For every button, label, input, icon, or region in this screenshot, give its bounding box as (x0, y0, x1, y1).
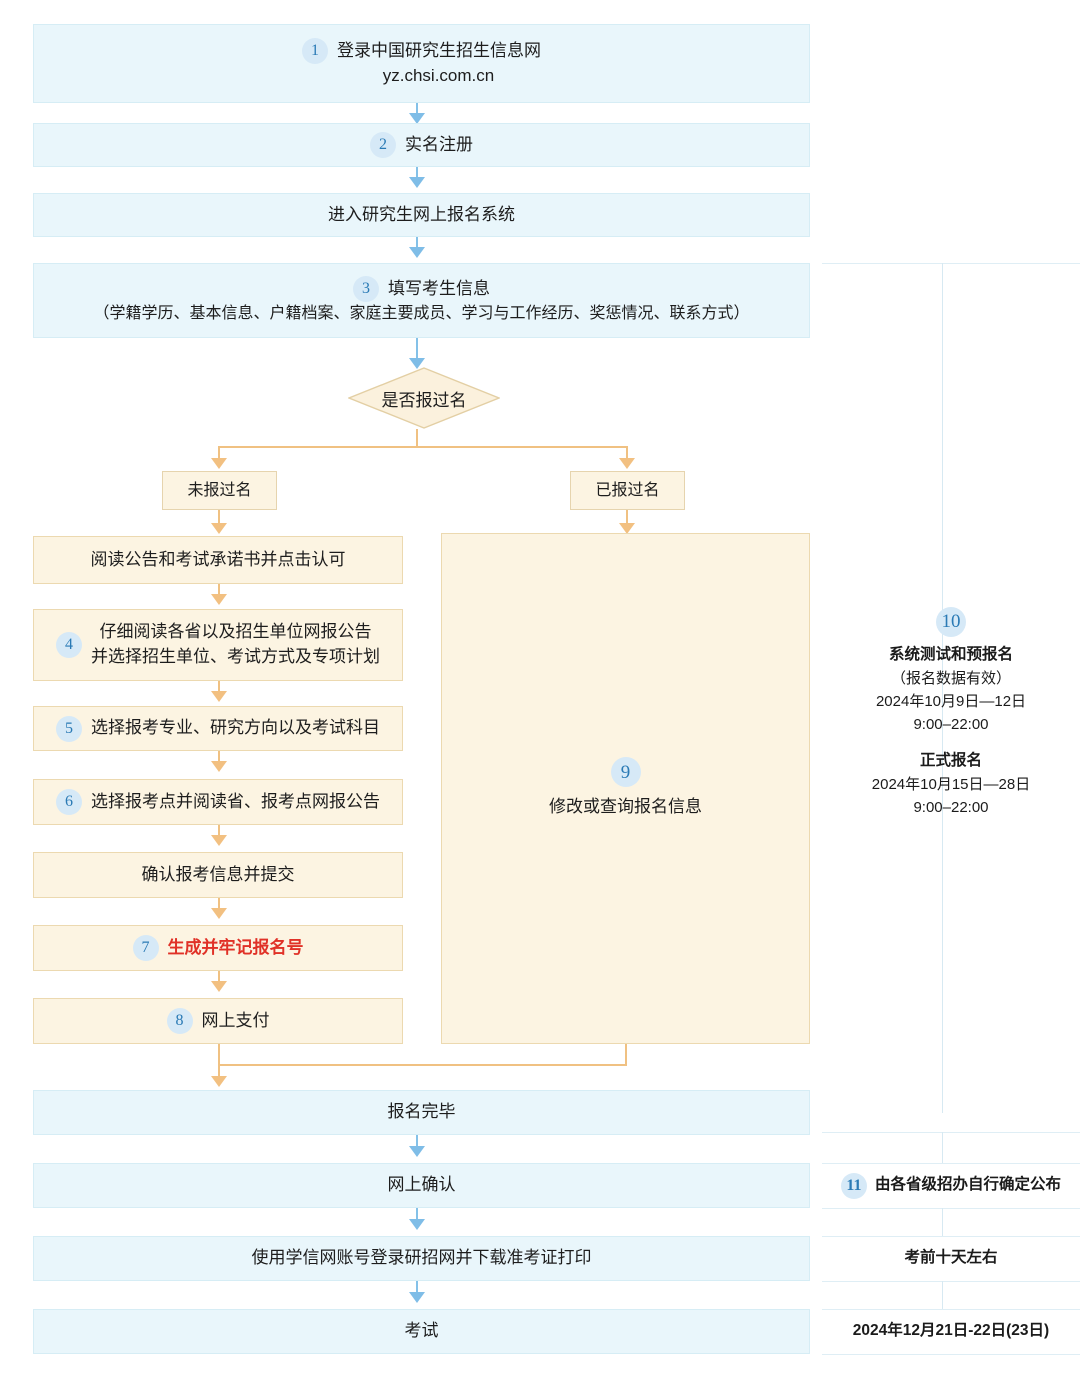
tail-1-label: 网上确认 (387, 1175, 456, 1195)
timeline-confirm-row: 11 由各省级招办自行确定公布 (840, 1172, 1061, 1199)
step-4-text-block: 仔细阅读各省以及招生单位网报公告 并选择招生单位、考试方式及专项计划 (91, 620, 380, 669)
node-step-7[interactable]: 7 生成并牢记报名号 (33, 925, 403, 971)
registration-date-b: 2024年10月15日—28日 (871, 775, 1031, 793)
node-step-6[interactable]: 6 选择报考点并阅读省、报考点网报公告 (33, 779, 403, 825)
step-number-badge-6: 6 (56, 789, 82, 815)
node-online-confirm[interactable]: 网上确认 (33, 1163, 810, 1208)
step-3-title: 填写考生信息 (388, 278, 490, 298)
node-download-admit-card[interactable]: 使用学信网账号登录研招网并下载准考证打印 (33, 1236, 810, 1281)
step-5-label: 选择报考专业、研究方向以及考试科目 (91, 718, 380, 738)
step-8-label: 网上支付 (201, 1010, 270, 1030)
step-1-primary-row: 1 登录中国研究生招生信息网 (302, 38, 541, 65)
node-step-1[interactable]: 1 登录中国研究生招生信息网 yz.chsi.com.cn (33, 24, 810, 103)
left-step-0-label: 阅读公告和考试承诺书并点击认可 (90, 549, 346, 569)
registration-note-a: （报名数据有效） (890, 669, 1011, 687)
step-2-row: 2 实名注册 (370, 132, 473, 158)
registration-date-a: 2024年10月9日—12日 (875, 693, 1027, 711)
left-step-4-label: 确认报考信息并提交 (141, 864, 295, 884)
enter-system-label: 进入研究生网上报名系统 (328, 204, 515, 224)
step-number-badge-9: 9 (610, 757, 641, 788)
node-step-8[interactable]: 8 网上支付 (33, 998, 403, 1044)
step-number-badge-10: 10 (936, 606, 966, 637)
step-number-badge-4: 4 (56, 632, 82, 658)
timeline-vline-seg-1 (942, 1132, 943, 1163)
tail-2-label: 使用学信网账号登录研招网并下载准考证打印 (251, 1248, 592, 1268)
timeline-hline-6 (822, 1309, 1080, 1310)
timeline-hline-7 (822, 1354, 1080, 1355)
node-enter-system[interactable]: 进入研究生网上报名系统 (33, 193, 810, 237)
step-1-line-1: 登录中国研究生招生信息网 (337, 40, 541, 60)
step-6-row: 6 选择报考点并阅读省、报考点网报公告 (56, 789, 380, 815)
node-step-5[interactable]: 5 选择报考专业、研究方向以及考试科目 (33, 706, 403, 751)
step-number-badge-1: 1 (302, 38, 328, 65)
step-5-row: 5 选择报考专业、研究方向以及考试科目 (56, 715, 380, 742)
step-6-label: 选择报考点并阅读省、报考点网报公告 (91, 791, 380, 811)
timeline-cell-confirm[interactable]: 11 由各省级招办自行确定公布 (822, 1163, 1080, 1208)
step-1-line-2: yz.chsi.com.cn (382, 66, 495, 86)
step-3-title-row: 3 填写考生信息 (353, 275, 490, 302)
diamond-shape-icon (348, 367, 500, 429)
step-number-badge-11: 11 (840, 1172, 867, 1199)
timeline-vline-seg-3 (942, 1281, 943, 1309)
timeline-cell-registration[interactable]: 10 系统测试和预报名 （报名数据有效） 2024年10月9日—12日 9:00… (822, 598, 1080, 828)
node-exam[interactable]: 考试 (33, 1309, 810, 1354)
registration-time-b: 9:00–22:00 (913, 798, 989, 816)
registration-title-b: 正式报名 (919, 751, 982, 769)
timeline-vline-center (942, 263, 943, 1113)
step-number-badge-5: 5 (56, 715, 82, 742)
timeline-cell-exam[interactable]: 2024年12月21日-22日(23日) (822, 1309, 1080, 1354)
timeline-hline-top (822, 263, 1080, 264)
timeline-hline-5 (822, 1281, 1080, 1282)
step-number-badge-7: 7 (132, 935, 159, 961)
node-step-9[interactable]: 9 修改或查询报名信息 (441, 533, 810, 1044)
timeline-confirm-label: 由各省级招办自行确定公布 (874, 1176, 1061, 1194)
step-8-row: 8 网上支付 (166, 1008, 270, 1034)
branch-label-not-registered[interactable]: 未报过名 (162, 471, 277, 510)
step-number-badge-8: 8 (166, 1008, 193, 1034)
branch-left-text: 未报过名 (187, 481, 252, 499)
node-step-3[interactable]: 3 填写考生信息 （学籍学历、基本信息、户籍档案、家庭主要成员、学习与工作经历、… (33, 263, 810, 338)
step-4-row: 4 仔细阅读各省以及招生单位网报公告 并选择招生单位、考试方式及专项计划 (56, 620, 380, 669)
step-7-label: 生成并牢记报名号 (167, 937, 304, 957)
timeline-hline-3 (822, 1208, 1080, 1209)
step-3-detail: （学籍学历、基本信息、户籍档案、家庭主要成员、学习与工作经历、奖惩情况、联系方式… (93, 304, 750, 322)
node-registration-complete[interactable]: 报名完毕 (33, 1090, 810, 1135)
step-4-line-2: 并选择招生单位、考试方式及专项计划 (91, 647, 380, 666)
step-2-label: 实名注册 (405, 134, 473, 154)
step-4-line-1: 仔细阅读各省以及招生单位网报公告 (99, 622, 372, 642)
timeline-hline-1 (822, 1132, 1080, 1133)
node-confirm-submit[interactable]: 确认报考信息并提交 (33, 852, 403, 898)
node-step-2[interactable]: 2 实名注册 (33, 123, 810, 167)
step-9-label: 修改或查询报名信息 (549, 797, 702, 817)
registration-time-a: 9:00–22:00 (913, 716, 989, 734)
step-7-row: 7 生成并牢记报名号 (132, 935, 304, 961)
timeline-vline-seg-2 (942, 1208, 943, 1236)
node-read-announcement[interactable]: 阅读公告和考试承诺书并点击认可 (33, 536, 403, 584)
decision-label: 是否报过名 (381, 390, 467, 410)
step-number-badge-3: 3 (353, 275, 379, 302)
tail-3-label: 考试 (404, 1321, 439, 1341)
registration-title-a: 系统测试和预报名 (888, 645, 1013, 663)
decision-has-registered[interactable]: 是否报过名 (348, 367, 500, 429)
timeline-exam-label: 2024年12月21日-22日(23日) (852, 1322, 1050, 1340)
step-number-badge-2: 2 (370, 132, 396, 158)
step-9-content: 9 修改或查询报名信息 (549, 757, 702, 820)
branch-label-already-registered[interactable]: 已报过名 (570, 471, 685, 510)
timeline-cell-admit-card[interactable]: 考前十天左右 (822, 1236, 1080, 1281)
timeline-hline-4 (822, 1236, 1080, 1237)
node-step-4[interactable]: 4 仔细阅读各省以及招生单位网报公告 并选择招生单位、考试方式及专项计划 (33, 609, 403, 681)
tail-0-label: 报名完毕 (387, 1102, 456, 1122)
branch-right-text: 已报过名 (595, 481, 660, 499)
timeline-admit-card-label: 考前十天左右 (904, 1249, 998, 1267)
timeline-hline-2 (822, 1163, 1080, 1164)
